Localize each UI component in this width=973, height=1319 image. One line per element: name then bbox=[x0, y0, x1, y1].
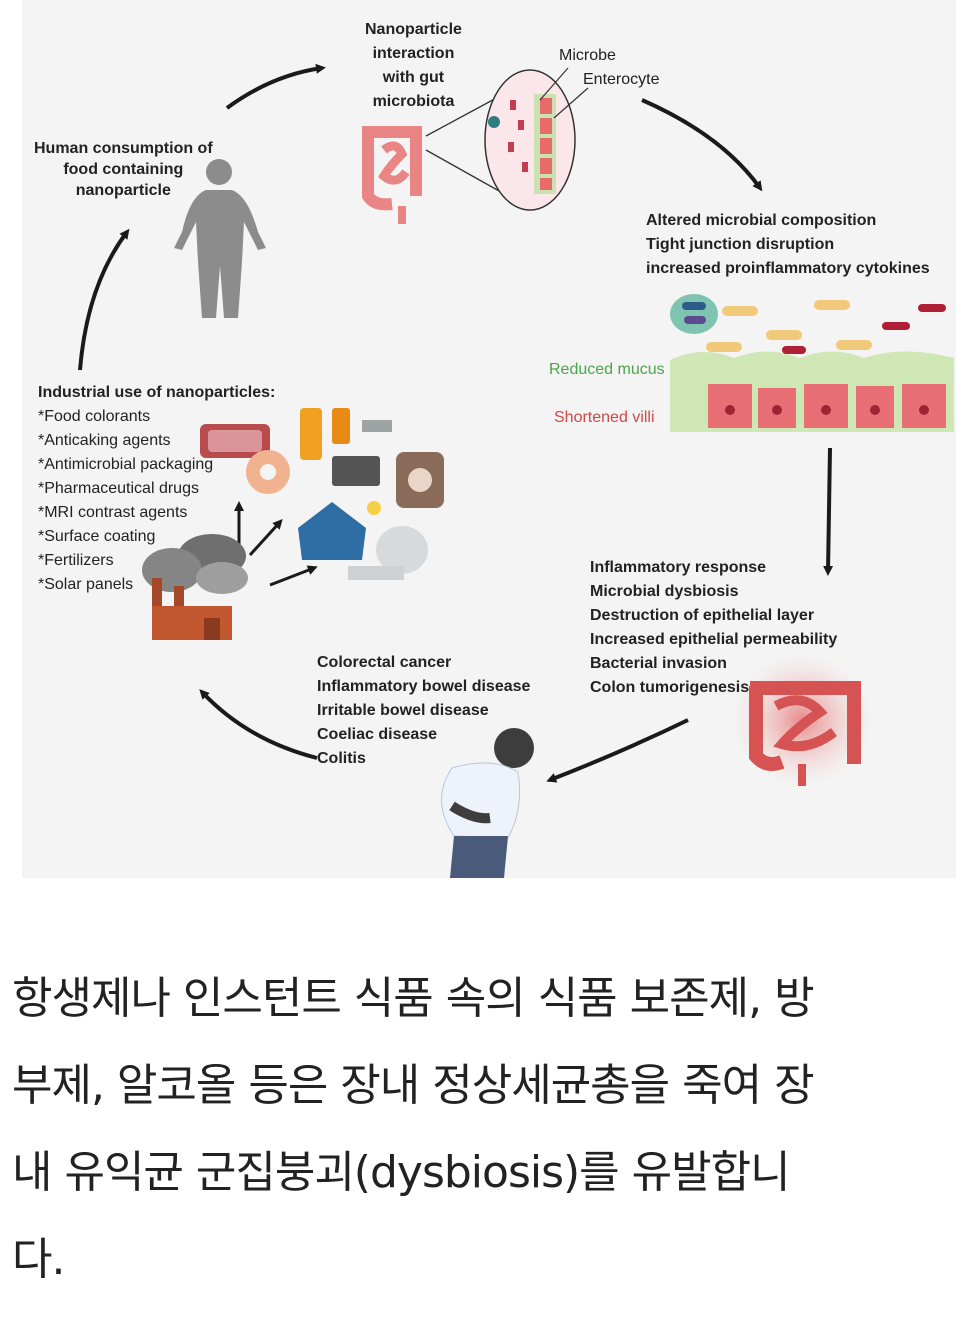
industrial-item: *MRI contrast agents bbox=[38, 504, 188, 521]
industrial-item: *Food colorants bbox=[38, 408, 151, 425]
label-industrial-title: Industrial use of nanoparticles: bbox=[38, 384, 276, 401]
arrow-to-altered bbox=[641, 98, 763, 192]
label-altered-composition: Altered microbial composition Tight junc… bbox=[646, 209, 930, 281]
factory-icon bbox=[142, 534, 248, 640]
arrow-to-inflammatory bbox=[823, 447, 834, 576]
caption-line-4: 다. bbox=[12, 1234, 65, 1285]
figure-graphics bbox=[78, 63, 954, 878]
arrow-to-industrial bbox=[199, 689, 318, 760]
disease-item: Coeliac disease bbox=[317, 726, 438, 743]
industrial-item: *Surface coating bbox=[38, 528, 156, 545]
industrial-item: *Solar panels bbox=[38, 576, 134, 593]
caption-line-1: 항생제나 인스턴트 식품 속의 식품 보존제, 방 bbox=[12, 973, 815, 1024]
industrial-item: *Antimicrobial packaging bbox=[38, 456, 214, 473]
villi-illustration bbox=[670, 351, 954, 432]
microbes-icon bbox=[670, 294, 946, 354]
altered-line-2: Tight junction disruption bbox=[646, 236, 835, 253]
caption-line-2: 부제, 알코올 등은 장내 정상세균총을 죽여 장 bbox=[12, 1060, 815, 1111]
inflamed-colon-icon bbox=[732, 654, 872, 786]
industrial-icons bbox=[200, 408, 444, 580]
caption-paragraph: 항생제나 인스턴트 식품 속의 식품 보존제, 방 부제, 알코올 등은 장내 … bbox=[12, 955, 962, 1303]
inflammatory-line: Inflammatory response bbox=[590, 559, 767, 576]
nanoparticle-cycle-figure: Nanoparticle interaction with gut microb… bbox=[22, 0, 956, 878]
industrial-item: *Anticaking agents bbox=[38, 432, 171, 449]
disease-item: Colitis bbox=[317, 750, 366, 767]
arrow-small-3 bbox=[269, 565, 318, 587]
industrial-item: *Fertilizers bbox=[38, 552, 114, 569]
gut-line-4: microbiota bbox=[372, 93, 455, 110]
label-inflammatory-response: Inflammatory response Microbial dysbiosi… bbox=[590, 556, 837, 700]
zoom-circle bbox=[425, 67, 589, 211]
sick-person-icon bbox=[441, 728, 534, 878]
human-line-2: food containing bbox=[63, 161, 184, 178]
arrow-to-gut bbox=[225, 63, 326, 110]
altered-line-3: increased proinflammatory cytokines bbox=[646, 260, 930, 277]
disease-item: Irritable bowel disease bbox=[317, 702, 489, 719]
disease-item: Colorectal cancer bbox=[317, 654, 452, 671]
label-reduced-mucus: Reduced mucus bbox=[549, 361, 665, 378]
human-silhouette-icon bbox=[174, 159, 266, 318]
label-enterocyte: Enterocyte bbox=[583, 71, 660, 88]
inflammatory-line: Colon tumorigenesis bbox=[590, 679, 750, 696]
label-microbe: Microbe bbox=[559, 47, 616, 64]
arrow-to-sick-person bbox=[546, 718, 689, 783]
altered-line-1: Altered microbial composition bbox=[646, 212, 877, 229]
inflammatory-line: Destruction of epithelial layer bbox=[590, 607, 815, 624]
arrow-to-human bbox=[78, 228, 130, 371]
industrial-item: *Pharmaceutical drugs bbox=[38, 480, 199, 497]
arrow-small-2 bbox=[248, 519, 283, 557]
disease-item: Inflammatory bowel disease bbox=[317, 678, 531, 695]
intestine-icon bbox=[362, 126, 422, 224]
human-line-1: Human consumption of bbox=[34, 140, 213, 157]
label-gut-interaction: Nanoparticle interaction with gut microb… bbox=[365, 18, 462, 114]
caption-line-3: 내 유익균 군집붕괴(dysbiosis)를 유발합니 bbox=[12, 1147, 791, 1198]
label-shortened-villi: Shortened villi bbox=[554, 409, 655, 426]
inflammatory-line: Microbial dysbiosis bbox=[590, 583, 739, 600]
human-line-3: nanoparticle bbox=[75, 182, 171, 199]
gut-line-2: interaction bbox=[372, 45, 455, 62]
inflammatory-line: Bacterial invasion bbox=[590, 655, 727, 672]
gut-line-3: with gut bbox=[382, 69, 445, 86]
cycle-arrows bbox=[78, 63, 834, 783]
label-human-consumption: Human consumption of food containing nan… bbox=[34, 138, 213, 201]
gut-line-1: Nanoparticle bbox=[365, 21, 462, 38]
inflammatory-line: Increased epithelial permeability bbox=[590, 631, 838, 648]
industrial-list: *Food colorants *Anticaking agents *Anti… bbox=[38, 405, 213, 597]
label-diseases: Colorectal cancer Inflammatory bowel dis… bbox=[317, 651, 530, 771]
